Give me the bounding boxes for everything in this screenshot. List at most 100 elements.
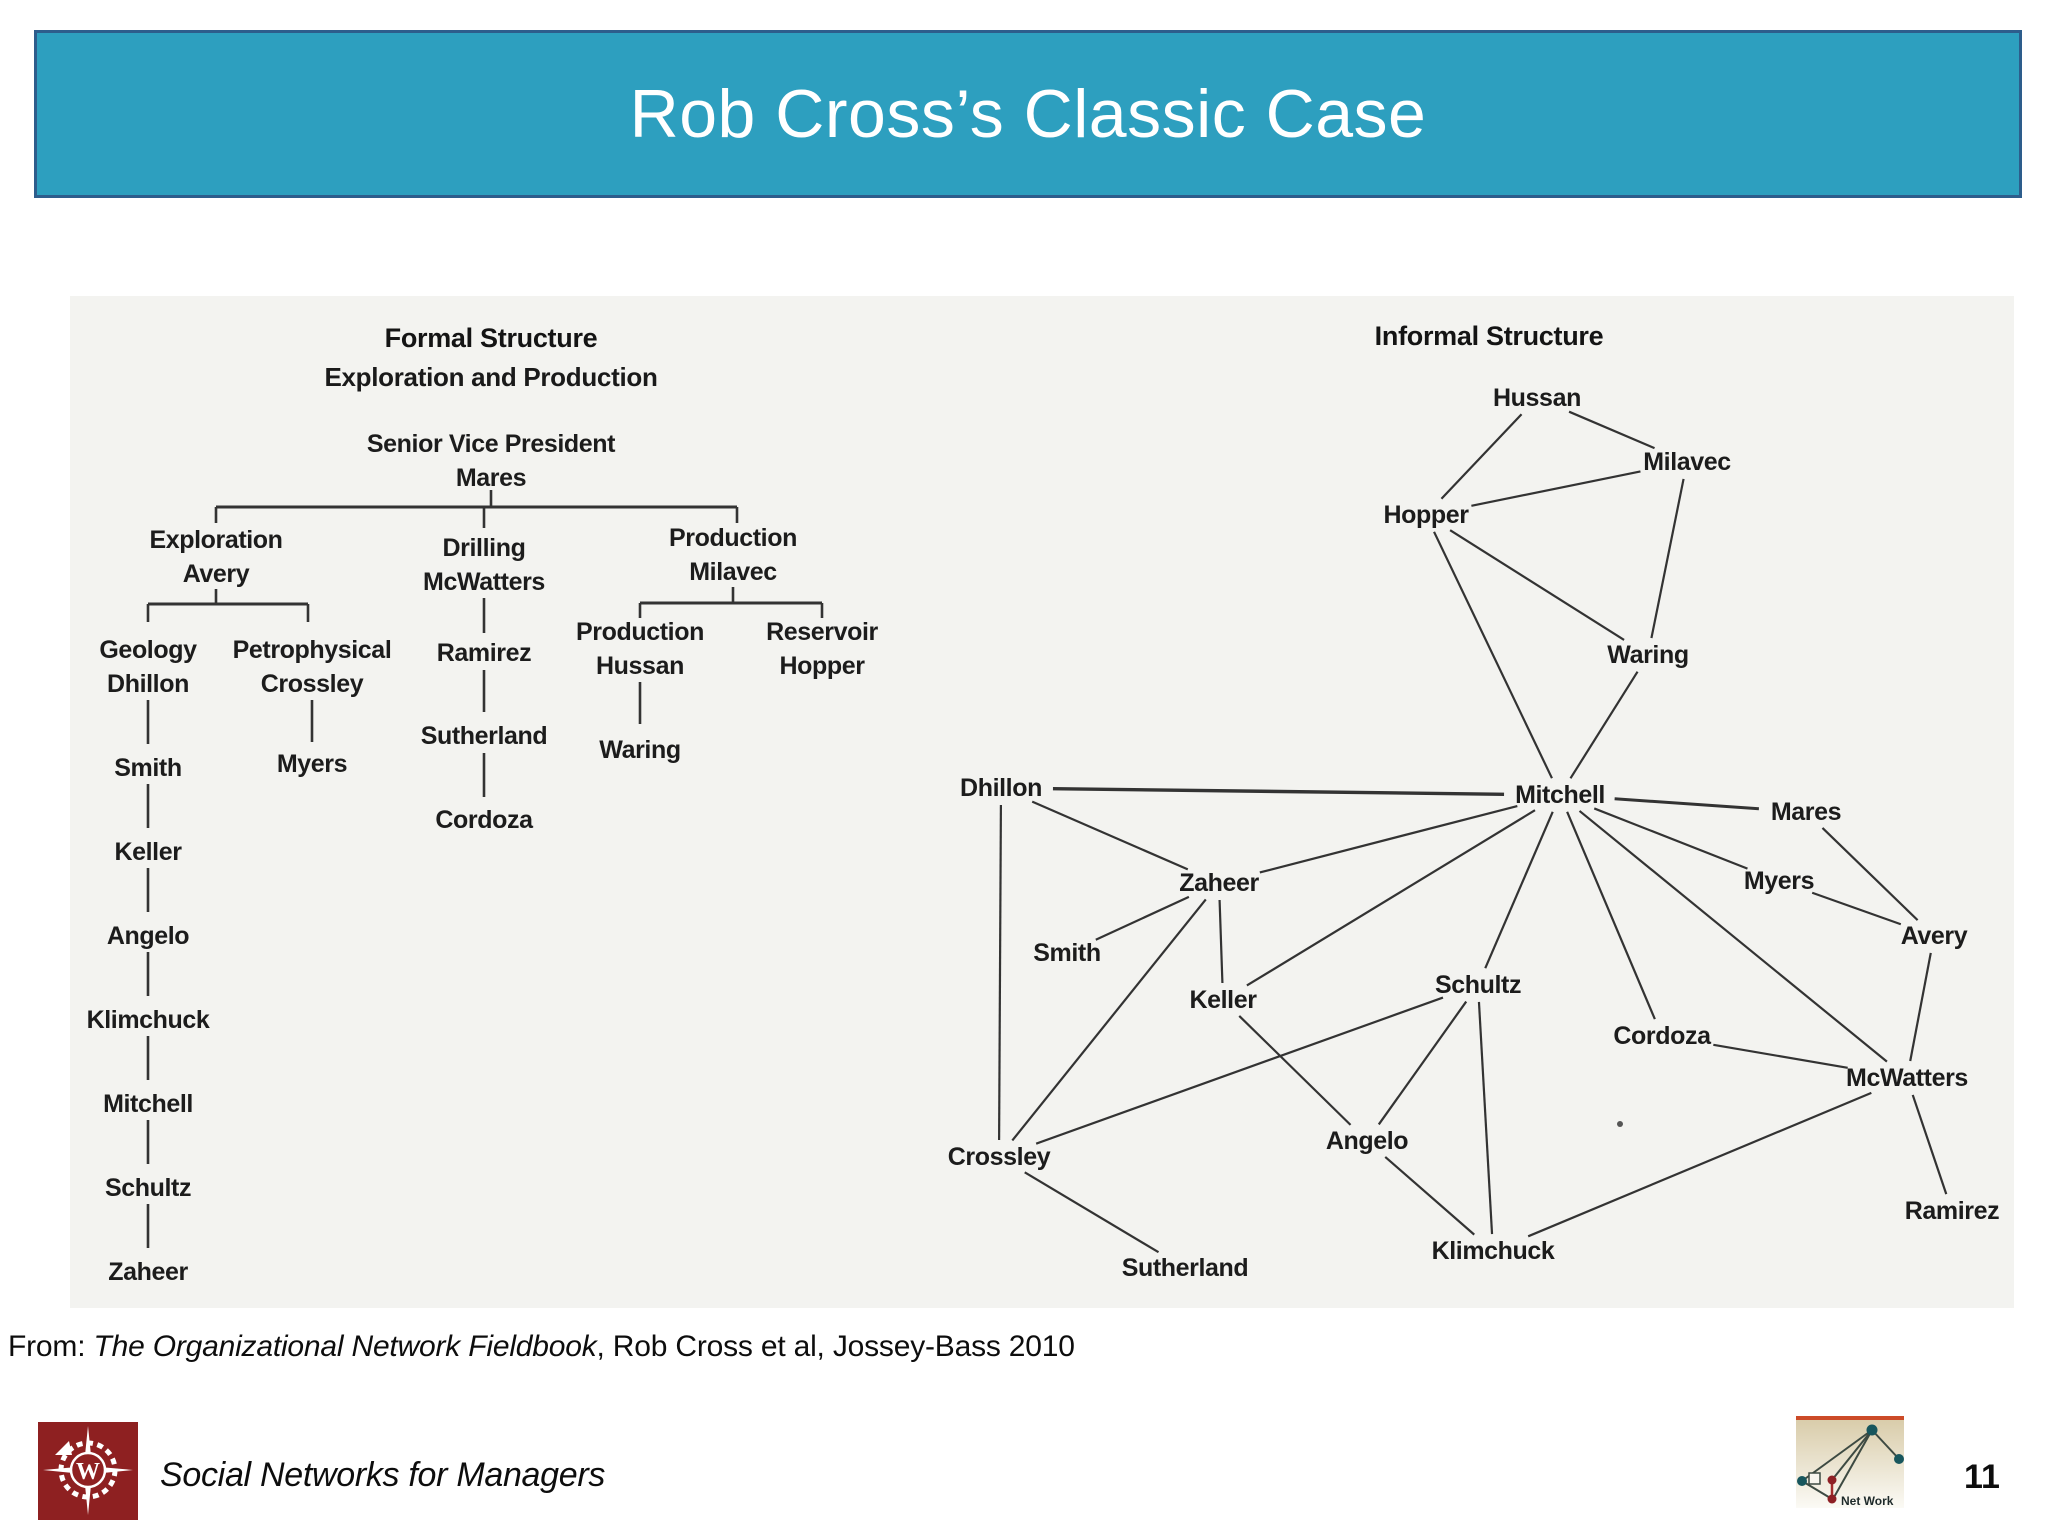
formal-node-dhillon-line1: Geology (99, 636, 197, 664)
compass-inner-circle (69, 1451, 107, 1489)
formal-node-crossley-line1: Petrophysical (233, 636, 392, 664)
informal-node-Hopper: Hopper (1383, 501, 1469, 529)
informal-edge-Zaheer-Keller (1218, 899, 1224, 984)
informal-edge-Keller-Angelo (1238, 1015, 1352, 1126)
informal-node-Milavec: Milavec (1643, 448, 1731, 476)
informal-edge-Hopper-Mitchell (1433, 531, 1553, 779)
informal-node-Crossley: Crossley (948, 1143, 1051, 1171)
network-logo-teal-nodes (1797, 1424, 1904, 1486)
informal-node-Angelo: Angelo (1326, 1127, 1408, 1155)
informal-edge-Zaheer-Crossley (1011, 898, 1207, 1142)
slide-title: Rob Cross’s Classic Case (629, 76, 1427, 152)
formal-node-klimchuck: Klimchuck (87, 1006, 210, 1034)
source-caption: From: The Organizational Network Fieldbo… (8, 1330, 1075, 1364)
network-logo-maroon-nodes (1827, 1475, 1837, 1504)
formal-node-hopper-line2: Hopper (779, 652, 865, 680)
informal-node-Sutherland: Sutherland (1122, 1254, 1249, 1282)
network-logo-text: Net Work (1841, 1494, 1894, 1508)
informal-edge-Zaheer-Smith (1095, 895, 1190, 941)
footer-course-title: Social Networks for Managers (160, 1456, 606, 1494)
informal-node-Mitchell: Mitchell (1515, 781, 1605, 809)
informal-edge-Mitchell-Myers (1593, 807, 1748, 870)
informal-node-Zaheer: Zaheer (1179, 869, 1259, 897)
caption-book-title: The Organizational Network Fieldbook (93, 1330, 597, 1363)
network-logo-background (1796, 1417, 1904, 1508)
informal-node-Keller: Keller (1189, 986, 1257, 1014)
formal-node-milavec-line2: Milavec (689, 558, 777, 586)
informal-edge-Dhillon-Crossley (997, 804, 1003, 1141)
formal-node-waring: Waring (599, 736, 680, 764)
compass-ring (58, 1440, 118, 1500)
formal-node-angelo: Angelo (107, 922, 189, 950)
informal-node-Cordoza: Cordoza (1613, 1022, 1712, 1050)
informal-edge-Milavec-Waring (1650, 478, 1685, 639)
compass-needle-arrow (55, 1441, 72, 1455)
network-logo: Net Work (1796, 1416, 1904, 1508)
formal-node-myers: Myers (277, 750, 347, 778)
scanned-figure-background (70, 296, 2014, 1308)
network-logo-square-marker (1808, 1472, 1821, 1485)
w-compass-logo: W (38, 1422, 138, 1520)
informal-node-Myers: Myers (1744, 867, 1814, 895)
informal-node-Schultz: Schultz (1435, 971, 1521, 999)
informal-edge-Mitchell-McWatters (1578, 810, 1888, 1063)
informal-node-Waring: Waring (1607, 641, 1688, 669)
informal-node-McWatters: McWatters (1846, 1064, 1968, 1092)
formal-node-mares-line2: Mares (456, 464, 526, 492)
informal-node-Ramirez: Ramirez (1905, 1197, 1999, 1225)
informal-node-Smith: Smith (1033, 939, 1100, 967)
informal-edge-Hopper-Waring (1449, 529, 1625, 641)
formal-structure-subtitle: Exploration and Production (324, 362, 657, 392)
title-banner: Rob Cross’s Classic Case (34, 30, 2022, 198)
informal-edge-Dhillon-Zaheer (1031, 800, 1189, 871)
caption-suffix: , Rob Cross et al, Jossey-Bass 2010 (596, 1330, 1075, 1363)
informal-edge-Zaheer-Mitchell (1259, 804, 1518, 874)
informal-node-Hussan: Hussan (1493, 384, 1581, 412)
scan-artifact-dot (1617, 1121, 1623, 1127)
informal-edge-Angelo-Klimchuck (1384, 1156, 1475, 1236)
informal-edge-Hussan-Milavec (1568, 410, 1655, 450)
caption-prefix: From: (8, 1330, 94, 1363)
informal-node-Avery: Avery (1901, 922, 1968, 950)
formal-node-mcwatters-line2: McWatters (423, 568, 545, 596)
informal-edge-Waring-Mitchell (1569, 671, 1639, 779)
formal-node-hussan-line2: Hussan (596, 652, 684, 680)
informal-edge-Myers-Avery (1811, 891, 1902, 926)
w-logo-letter: W (76, 1459, 100, 1485)
formal-node-smith: Smith (114, 754, 181, 782)
informal-edge-Keller-Mitchell (1246, 809, 1536, 987)
informal-edge-Schultz-Mitchell (1484, 811, 1554, 969)
informal-node-Klimchuck: Klimchuck (1432, 1237, 1555, 1265)
formal-node-cordoza: Cordoza (435, 806, 534, 834)
informal-edge-Schultz-Angelo (1377, 1000, 1468, 1126)
formal-node-mares-line1: Senior Vice President (367, 430, 616, 458)
informal-edge-Crossley-Schultz (1035, 996, 1444, 1145)
formal-node-avery-line2: Avery (183, 560, 250, 588)
formal-node-keller: Keller (114, 838, 182, 866)
informal-edge-Schultz-Klimchuck (1477, 1001, 1494, 1235)
formal-node-mitchell: Mitchell (103, 1090, 193, 1118)
informal-edge-Avery-McWatters (1909, 952, 1932, 1062)
informal-edge-Hopper-Milavec (1471, 470, 1641, 507)
formal-node-hussan-line1: Production (576, 618, 704, 646)
informal-node-Mares: Mares (1771, 798, 1841, 826)
informal-structure-title: Informal Structure (1375, 321, 1604, 351)
formal-node-crossley-line2: Crossley (261, 670, 364, 698)
informal-edge-Crossley-Sutherland (1024, 1171, 1160, 1254)
informal-edge-Hussan-Hopper (1440, 413, 1523, 500)
informal-edge-Mares-Avery (1821, 827, 1919, 921)
formal-node-milavec-line1: Production (669, 524, 797, 552)
informal-edge-Mitchell-Mares (1614, 797, 1759, 811)
formal-node-sutherland: Sutherland (421, 722, 548, 750)
informal-edge-McWatters-Ramirez (1911, 1094, 1948, 1195)
formal-node-ramirez: Ramirez (437, 639, 531, 667)
informal-edge-Cordoza-McWatters (1713, 1043, 1848, 1069)
page-number: 11 (1964, 1458, 2000, 1496)
informal-edge-McWatters-Klimchuck (1527, 1091, 1872, 1238)
formal-structure-title: Formal Structure (385, 323, 598, 353)
formal-node-mcwatters-line1: Drilling (443, 534, 526, 562)
informal-edge-Dhillon-Mitchell (1052, 786, 1505, 796)
formal-node-dhillon-line2: Dhillon (107, 670, 189, 698)
formal-node-avery-line1: Exploration (149, 526, 282, 554)
